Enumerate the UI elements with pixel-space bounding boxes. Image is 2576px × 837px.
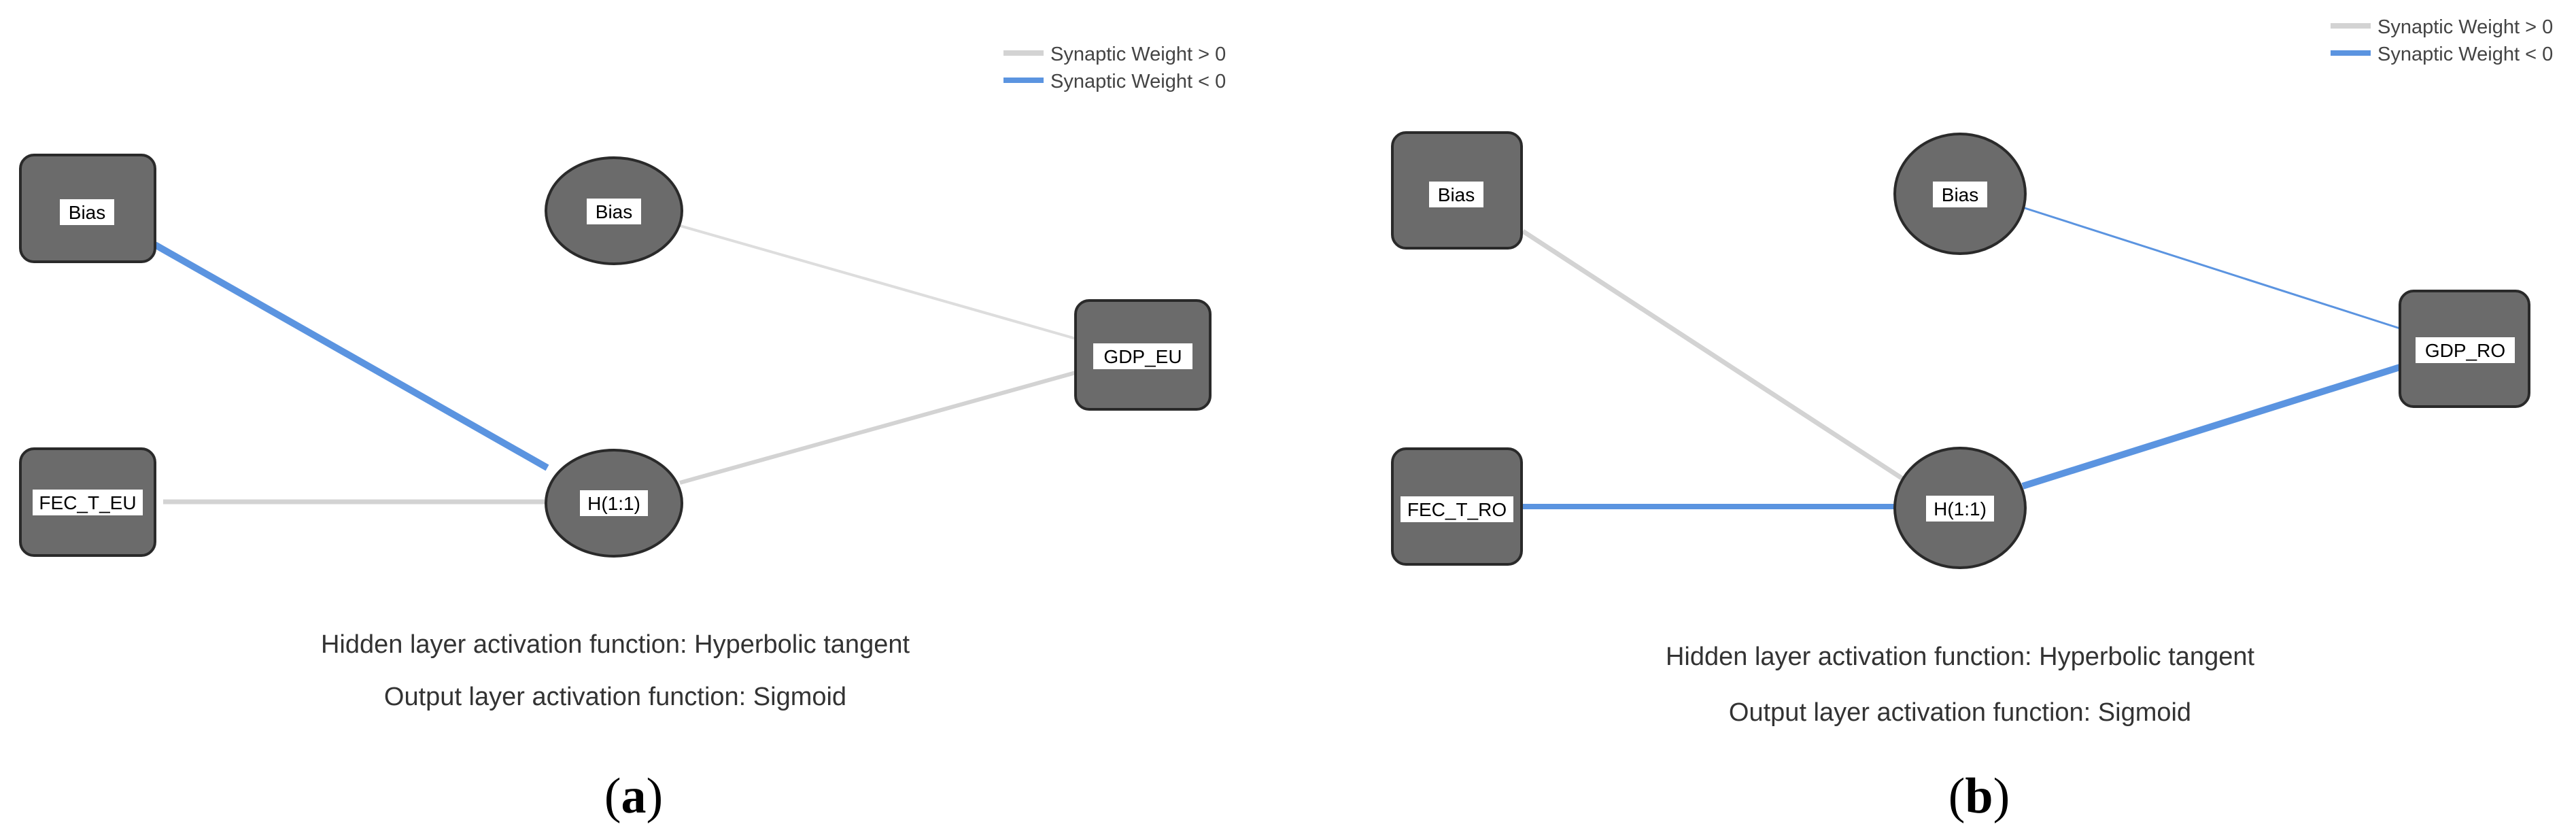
- input-var-node: FEC_T_RO: [1391, 447, 1523, 566]
- input-bias-node: Bias: [1391, 131, 1523, 250]
- panel-b: Synaptic Weight > 0 Synaptic Weight < 0 …: [1391, 16, 2553, 824]
- legend-label-positive: Synaptic Weight > 0: [1050, 44, 1226, 65]
- hidden-bias-node: Bias: [1893, 133, 2027, 255]
- output-activation-caption-b: Output layer activation function: Sigmoi…: [1729, 698, 2191, 727]
- hidden-unit-node: H(1:1): [1893, 447, 2027, 569]
- legend-a: Synaptic Weight > 0 Synaptic Weight < 0: [1003, 44, 1226, 92]
- input-bias-label: Bias: [69, 202, 105, 223]
- panel-letter-a: a: [621, 768, 647, 824]
- output-activation-caption-a: Output layer activation function: Sigmoi…: [384, 683, 846, 711]
- panel-letter-b: b: [1965, 768, 1993, 824]
- edge-input-bias-to-hidden: [153, 241, 549, 471]
- input-var-node: FEC_T_EU: [19, 447, 156, 557]
- edge-input-bias-to-hidden: [1522, 229, 1905, 481]
- legend-label-negative: Synaptic Weight < 0: [2377, 44, 2553, 65]
- legend-label-positive: Synaptic Weight > 0: [2377, 16, 2553, 38]
- output-label: GDP_EU: [1103, 346, 1182, 367]
- edge-hidden-to-output: [2021, 364, 2401, 490]
- hidden-unit-node: H(1:1): [545, 449, 683, 558]
- hidden-activation-caption-a: Hidden layer activation function: Hyperb…: [321, 630, 910, 659]
- legend-b: Synaptic Weight > 0 Synaptic Weight < 0: [2331, 16, 2553, 65]
- input-var-label: FEC_T_RO: [1407, 499, 1507, 520]
- panel-a: Synaptic Weight > 0 Synaptic Weight < 0 …: [19, 44, 1226, 824]
- hidden-activation-caption-b: Hidden layer activation function: Hyperb…: [1666, 643, 2255, 671]
- panel-label-b: (b): [1948, 768, 2010, 824]
- input-bias-node: Bias: [19, 154, 156, 263]
- edge-hidden-to-output: [679, 371, 1076, 485]
- hidden-bias-label: Bias: [596, 201, 632, 222]
- hidden-unit-label: H(1:1): [1934, 498, 1987, 519]
- output-label: GDP_RO: [2425, 340, 2505, 361]
- hidden-bias-label: Bias: [1942, 184, 1978, 205]
- input-bias-label: Bias: [1438, 184, 1475, 205]
- hidden-unit-label: H(1:1): [587, 493, 640, 514]
- output-node: GDP_EU: [1074, 299, 1212, 411]
- input-var-label: FEC_T_EU: [39, 492, 136, 513]
- hidden-bias-node: Bias: [545, 156, 683, 265]
- panel-label-a: (a): [604, 768, 663, 824]
- edge-hidden-bias-to-output: [679, 224, 1076, 340]
- edge-hidden-bias-to-output: [2022, 206, 2401, 330]
- output-node: GDP_RO: [2399, 290, 2530, 408]
- legend-label-negative: Synaptic Weight < 0: [1050, 71, 1226, 92]
